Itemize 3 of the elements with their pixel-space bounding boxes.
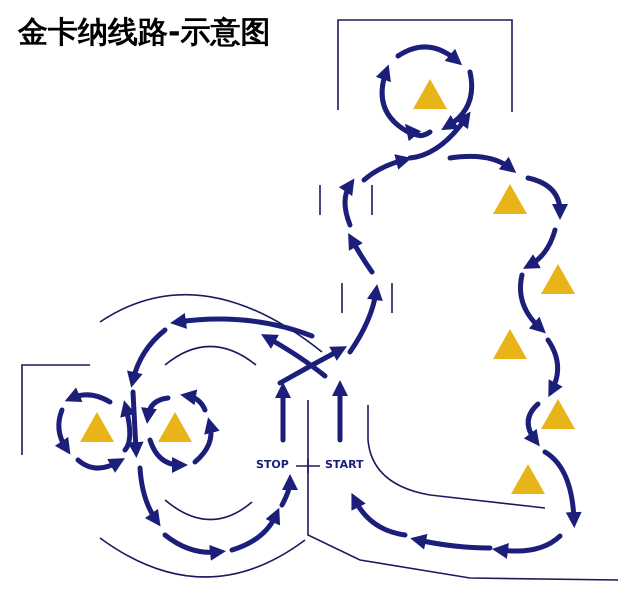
stop-label: STOP bbox=[256, 459, 289, 470]
title: 金卡纳线路-示意图 bbox=[18, 18, 270, 48]
start-label: START bbox=[325, 459, 364, 470]
